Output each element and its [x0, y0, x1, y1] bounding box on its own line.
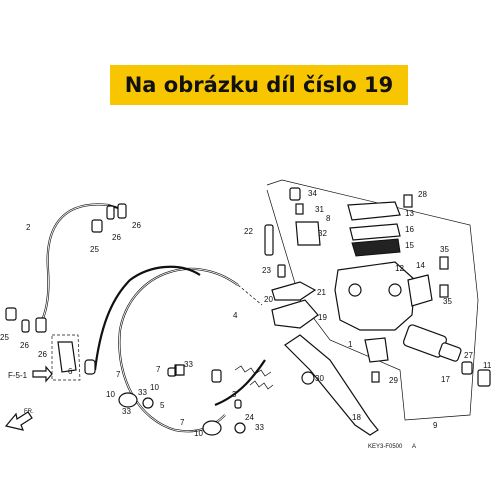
callout-21: 21 — [317, 288, 326, 297]
callout-16: 16 — [405, 225, 414, 234]
callout-33-bottom: 33 — [255, 423, 264, 432]
callout-5: 5 — [160, 401, 165, 410]
callout-3: 3 — [232, 390, 237, 399]
screw-28 — [403, 194, 413, 208]
cap-11 — [477, 369, 491, 387]
part-number-banner: Na obrázku díl číslo 19 — [110, 65, 408, 105]
callout-24: 24 — [245, 413, 254, 422]
callout-25-bottom: 25 — [0, 333, 9, 342]
callout-29: 29 — [389, 376, 398, 385]
callout-8: 8 — [326, 214, 331, 223]
callout-7-bottom: 7 — [180, 418, 185, 427]
callout-20: 20 — [264, 295, 273, 304]
clamp-10-right — [202, 420, 222, 436]
switch-1 — [364, 337, 389, 363]
callout-33-mid: 33 — [184, 360, 193, 369]
callout-25-top: 25 — [90, 245, 99, 254]
brake-lever-18 — [284, 334, 379, 436]
bolt-23 — [277, 264, 286, 278]
clamp-10-left — [118, 392, 138, 408]
reservoir-cap-13 — [347, 201, 401, 221]
callout-26-top-a: 26 — [112, 233, 121, 242]
callout-30: 30 — [315, 374, 324, 383]
callout-9: 9 — [433, 421, 438, 430]
callout-34: 34 — [308, 189, 317, 198]
callout-13: 13 — [405, 209, 414, 218]
callout-14: 14 — [416, 261, 425, 270]
callout-22: 22 — [244, 227, 253, 236]
master-cylinder-body — [334, 261, 416, 331]
bracket-6 — [51, 334, 81, 381]
callout-labels: 2 25 26 26 25 26 26 6 4 7 10 33 33 7 10 … — [0, 189, 492, 438]
bolt-25-top — [91, 219, 103, 233]
diagram-code: KEY3-F0500 — [368, 444, 403, 450]
bracket-19 — [271, 299, 319, 329]
callout-6: 6 — [68, 367, 73, 376]
group-frame — [266, 179, 479, 421]
callout-12: 12 — [395, 264, 404, 273]
banner-text: Na obrázku díl číslo 19 — [124, 73, 394, 97]
callout-11: 11 — [483, 361, 492, 370]
callout-33-left: 33 — [138, 388, 147, 397]
callout-10-bottom: 10 — [194, 429, 203, 438]
callout-15: 15 — [405, 241, 414, 250]
callout-7-left: 7 — [116, 370, 121, 379]
reference-arrow: F-5-1 — [8, 365, 53, 383]
spring-3 — [234, 365, 272, 377]
callout-33-left-b: 33 — [122, 407, 131, 416]
callout-4: 4 — [233, 311, 238, 320]
diaphragm-plate-16 — [349, 223, 401, 241]
callout-18: 18 — [352, 413, 361, 422]
callout-10-left: 10 — [106, 390, 115, 399]
pivot-bolt-22 — [264, 224, 274, 256]
callout-26-top-b: 26 — [132, 221, 141, 230]
callout-35-bottom: 35 — [443, 297, 452, 306]
bolt-25-bottom — [5, 307, 17, 321]
spring-24 — [249, 380, 274, 390]
callout-2: 2 — [26, 223, 31, 232]
callout-17: 17 — [441, 375, 450, 384]
callout-35-top: 35 — [440, 245, 449, 254]
bolt-29 — [371, 371, 380, 383]
lever-20 — [271, 281, 317, 301]
cap-screw-33 — [175, 364, 185, 376]
clamp-holder-8 — [295, 221, 321, 246]
clutch-cable — [93, 265, 201, 371]
callout-23: 23 — [262, 266, 271, 275]
callout-26-bottom-a: 26 — [20, 341, 29, 350]
callout-19: 19 — [318, 313, 327, 322]
front-direction-arrow: FR. — [4, 409, 34, 431]
reference-label: F-5-1 — [8, 371, 28, 380]
nut-30 — [301, 371, 315, 385]
callout-27: 27 — [464, 351, 473, 360]
cap-bolt-34 — [289, 187, 301, 201]
bolt-35-top — [439, 256, 449, 270]
bolt-35-bottom — [439, 284, 449, 298]
holder-14 — [407, 274, 433, 307]
callout-31: 31 — [315, 205, 324, 214]
callout-32: 32 — [318, 229, 327, 238]
diaphragm-15 — [351, 238, 401, 257]
callout-7-mid: 7 — [156, 365, 161, 374]
callout-10-mid: 10 — [150, 383, 159, 392]
callout-28: 28 — [418, 190, 427, 199]
diagram-code-suffix: A — [412, 444, 416, 450]
callout-1: 1 — [348, 340, 353, 349]
callout-26-bottom-b: 26 — [38, 350, 47, 359]
direction-label: FR. — [24, 409, 34, 415]
